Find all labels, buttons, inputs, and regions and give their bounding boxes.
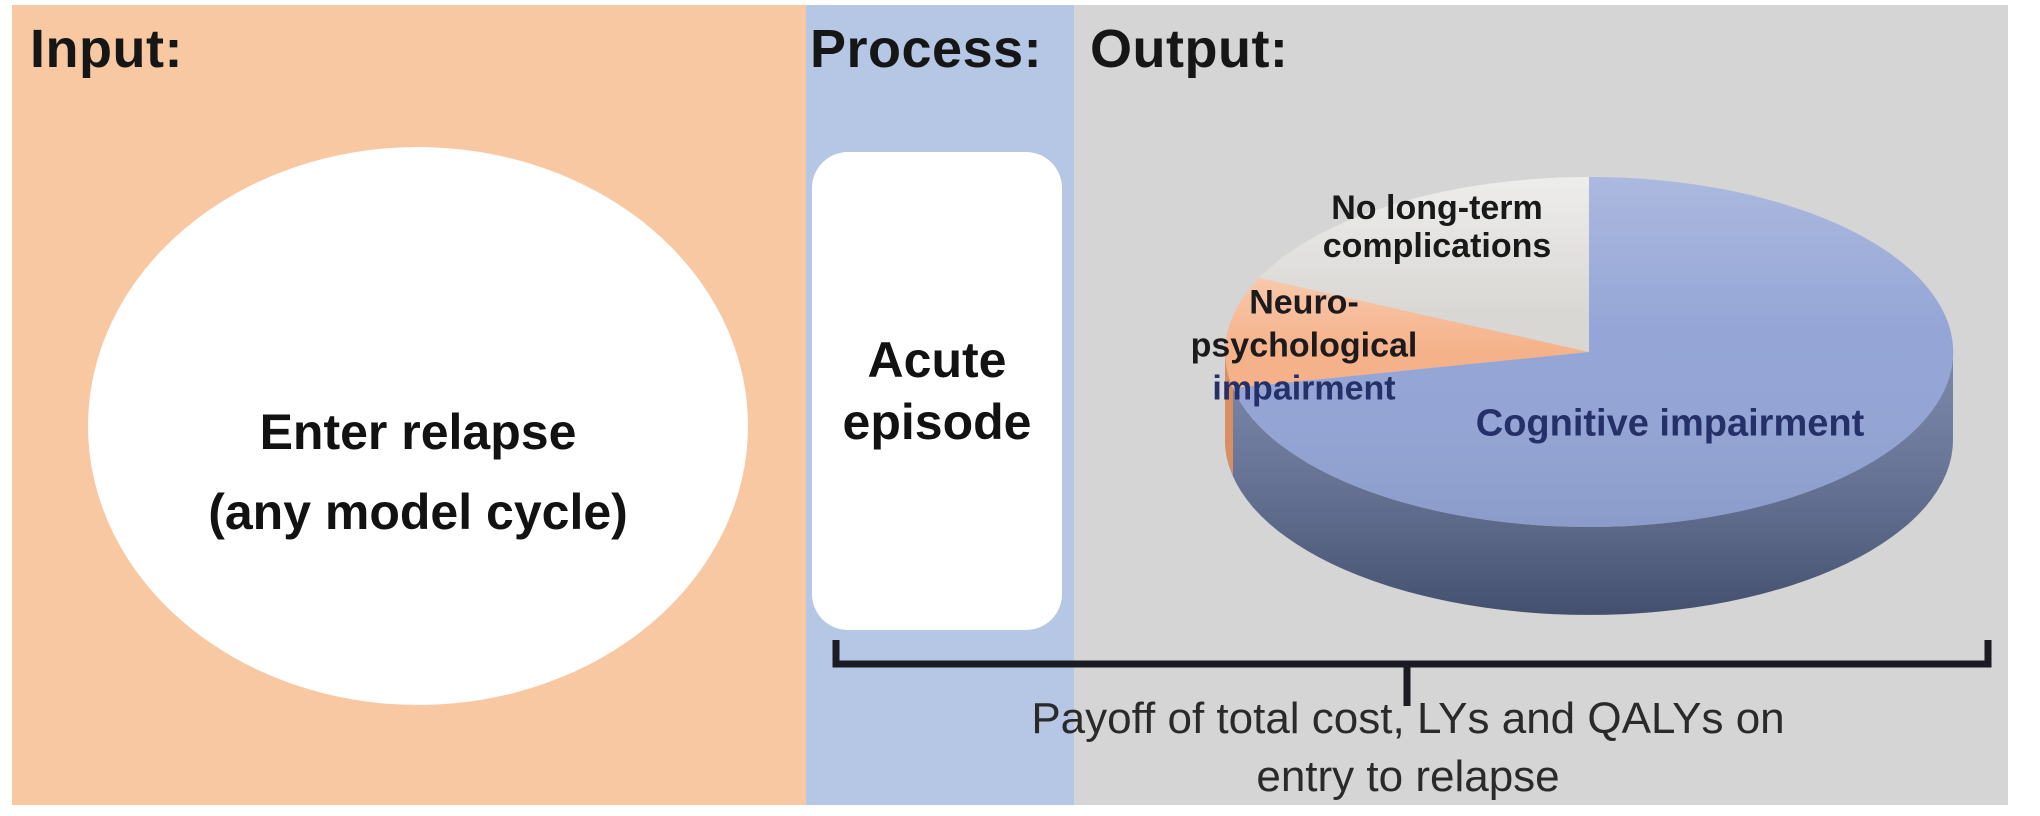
pie-slice-no-complications-sheen <box>1259 176 1589 352</box>
enter-relapse-node: Enter relapse (any model cycle) <box>88 147 748 705</box>
output-header: Output: <box>1090 19 1289 79</box>
pie-side-orange <box>1225 352 1233 476</box>
label-no-complications-line1: No long-term <box>1331 189 1543 227</box>
pie-slice-cognitive-sheen <box>1233 176 1954 528</box>
pie-side-shading <box>1225 352 1953 615</box>
payoff-caption-line1: Payoff of total cost, LYs and QALYs on <box>1031 694 1785 743</box>
enter-relapse-line2: (any model cycle) <box>208 484 628 540</box>
enter-relapse-label: Enter relapse (any model cycle) <box>208 392 628 552</box>
acute-episode-line2: episode <box>842 394 1032 450</box>
payoff-caption-line2: entry to relapse <box>1256 752 1560 801</box>
label-neuropsych: Neuro- psychological impairment <box>1191 282 1418 411</box>
label-no-complications-line2: complications <box>1322 227 1552 265</box>
acute-episode-line1: Acute <box>867 332 1007 388</box>
payoff-bracket <box>832 640 1992 706</box>
label-neuropsych-line3: impairment <box>1212 369 1396 408</box>
acute-episode-node: Acute episode <box>812 152 1062 630</box>
pie-slice-neuropsych-sheen <box>1225 278 1589 388</box>
enter-relapse-line1: Enter relapse <box>259 404 577 460</box>
label-cognitive: Cognitive impairment <box>1475 402 1865 445</box>
label-neuropsych-line1: Neuro- <box>1249 283 1359 322</box>
process-header: Process: <box>810 19 1043 79</box>
label-neuropsych-line2: psychological <box>1190 326 1418 365</box>
label-no-complications: No long-term complications <box>1323 189 1552 265</box>
input-header: Input: <box>30 19 183 79</box>
acute-episode-label: Acute episode <box>843 329 1032 453</box>
payoff-caption: Payoff of total cost, LYs and QALYs on e… <box>958 690 1858 806</box>
